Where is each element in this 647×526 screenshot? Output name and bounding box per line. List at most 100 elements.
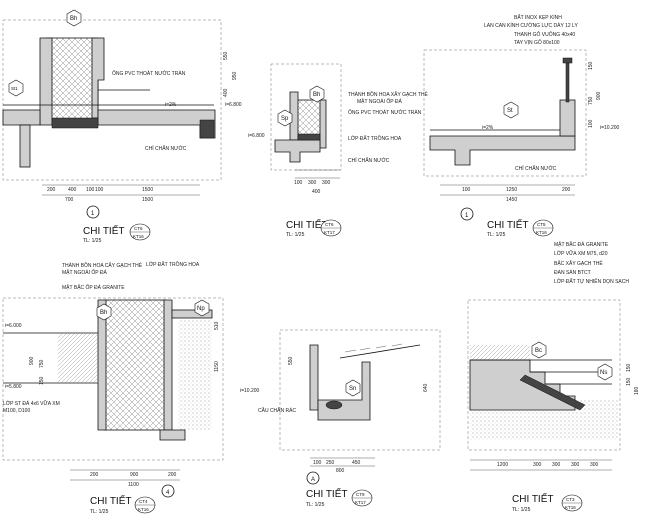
footing <box>159 429 186 441</box>
svg-text:Bh: Bh <box>100 310 107 316</box>
level-6800: i=6.800 <box>248 133 265 139</box>
level-5800: i=5.800 <box>5 384 22 390</box>
dim-200: 200 <box>47 187 56 193</box>
slab <box>429 135 576 166</box>
note-granite: MẶT BẬC ỐP ĐÁ GRANITE <box>62 284 125 291</box>
planter-wall-right <box>319 99 327 149</box>
title-block: A CHI TIẾT TL: 1/25 CT9 KT17 <box>306 471 373 508</box>
dim-450: 450 <box>352 460 361 466</box>
tag-bh: Bh <box>66 9 82 27</box>
dim-150: 150 <box>39 376 45 385</box>
dim-1200: 1200 <box>497 462 508 468</box>
dim-900: 900 <box>29 356 35 365</box>
dim-100a: 100 <box>86 187 95 193</box>
tag-st: St <box>503 101 519 119</box>
note-wall: THÀNH BỒN HOA CÂY GẠCH THẺ <box>62 262 143 269</box>
detail-scale: TL: 1/25 <box>512 507 531 513</box>
level-10200: i=10.200 <box>240 388 260 394</box>
detail-title: CHI TIẾT <box>286 218 327 231</box>
dim-400: 400 <box>68 187 77 193</box>
note-wall: THÀNH BỒN HOA XÂY GẠCH THẺ <box>348 91 428 98</box>
detail-ct4: 200 900 200 1100 900 750 150 1150 510 TH… <box>2 261 224 515</box>
dim-150: 150 <box>626 363 632 372</box>
sheet-code: KT16 <box>133 234 144 239</box>
title-block: 1 CHI TIẾT TL: 1/25 CT6 KT16 <box>83 205 151 244</box>
dim-200: 200 <box>562 187 571 193</box>
detail-ct6b: 100 300 300 400 THÀNH BỒN HOA XÂY GẠCH T… <box>248 63 428 238</box>
detail-scale: TL: 1/25 <box>83 238 102 244</box>
dim-300: 300 <box>308 180 317 186</box>
glass-railing <box>565 61 570 103</box>
dim-750: 750 <box>39 359 45 368</box>
note-brick: BẬC XÂY GẠCH THẺ <box>554 260 603 267</box>
drip-edge <box>199 119 215 139</box>
note-soil: LỚP ĐẤT TRỒNG HOA <box>348 135 402 142</box>
dim-1500: 1500 <box>142 187 153 193</box>
dim-400: 400 <box>312 189 321 195</box>
tag-sp: Sp <box>277 109 293 127</box>
level-6800: i=6.800 <box>225 102 242 108</box>
callout-number: 1 <box>91 211 95 217</box>
detail-frame <box>467 299 621 451</box>
detail-code: CT4 <box>139 499 148 504</box>
dim-180: 180 <box>634 386 640 395</box>
tag-st1: St1 <box>8 79 24 97</box>
detail-frame <box>2 19 222 181</box>
note-ground: LỚP ĐẤT TỰ NHIÊN DỌN SẠCH <box>554 277 629 285</box>
note-waterstop: CHỈ CHẮN NƯỚC <box>515 164 557 172</box>
callout-number: 1 <box>465 213 469 219</box>
planter-wall-left <box>97 299 107 431</box>
rc-slab <box>519 374 586 411</box>
tag-np: Np <box>194 299 210 317</box>
dim-line <box>42 184 200 196</box>
dim-200b: 200 <box>168 472 177 478</box>
slab-left <box>2 109 41 126</box>
detail-ct3: 1200 300 300 300 300 150 150 180 MẶT BẬC… <box>467 241 640 513</box>
dim-line <box>70 469 180 481</box>
upstand <box>559 99 576 137</box>
detail-scale: TL: 1/25 <box>90 509 109 515</box>
sheet-code: KT16 <box>138 507 149 512</box>
detail-code: CT6 <box>325 222 334 227</box>
sheet-code: KT17 <box>355 500 366 505</box>
waterproof-layer <box>297 133 321 141</box>
top-slab <box>171 309 213 319</box>
sheet-code: KT16 <box>565 505 576 510</box>
detail-title: CHI TIẾT <box>90 494 131 507</box>
steps <box>469 359 576 411</box>
title-block: CHI TIẾT TL: 1/25 CT3 KT16 <box>512 492 583 513</box>
parapet-wall <box>309 344 319 411</box>
note-concrete-2: M100, D100 <box>3 408 30 414</box>
planter-wall-right <box>91 37 105 119</box>
detail-code: CT9 <box>356 492 365 497</box>
dim-550: 550 <box>288 356 294 365</box>
roof-tile-ribs <box>344 343 403 353</box>
note-handrail: TAY VỊN GỖ 80x100 <box>514 39 560 46</box>
svg-text:Sn: Sn <box>349 386 356 392</box>
detail-ct9: 100 250 450 800 550 640 CẦU CHẮN RÁC i=1… <box>240 329 441 508</box>
note-soil: LỚP ĐẤT TRỒNG HOA <box>146 261 200 268</box>
note-glass: LAN CAN KÍNH CƯỜNG LỰC DÀY 12 LY <box>484 22 578 29</box>
dim-100b: 100 <box>95 187 104 193</box>
planter-soil <box>45 37 99 121</box>
dim-line <box>295 169 340 179</box>
dim-300d: 300 <box>590 462 599 468</box>
tag-bc: Bc <box>531 341 547 359</box>
title-block: 1 CHI TIẾT TL: 1/25 CT5 KT16 <box>460 207 554 238</box>
note-debris: CẦU CHẮN RÁC <box>258 406 296 414</box>
dim-100: 100 <box>588 119 594 128</box>
note-rc-slab: ĐAN SÀN BTCT <box>554 269 591 276</box>
note-stone: MẶT NGOÀI ỐP ĐÁ <box>357 98 402 105</box>
planter-soil <box>103 299 167 431</box>
note-clamp: BẮT INOX KẸP KÍNH <box>514 13 562 21</box>
level-10200: i=10.200 <box>600 125 620 131</box>
stair-area <box>58 333 98 383</box>
note-concrete: LỚP ST ĐÁ 4x6 VỮA XM <box>3 400 60 407</box>
dim-300b: 300 <box>322 180 331 186</box>
dim-1100: 1100 <box>128 482 139 488</box>
dim-line <box>440 184 575 196</box>
slope-label: i=2% <box>482 125 494 131</box>
dim-1250: 1250 <box>506 187 517 193</box>
detail-title: CHI TIẾT <box>83 224 124 237</box>
